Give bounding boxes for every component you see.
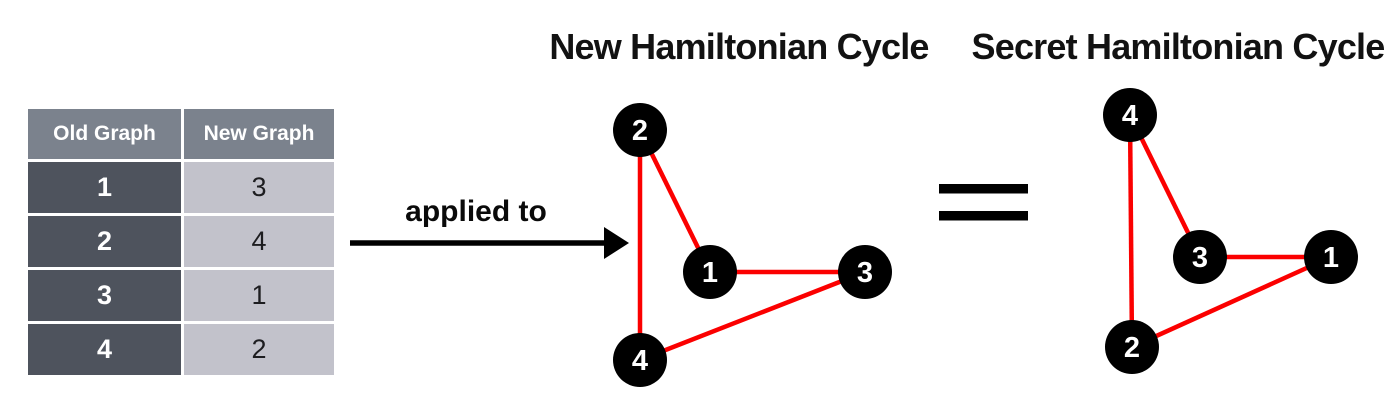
secret-node-4-circle <box>1103 88 1157 142</box>
secret-node-3-label: 3 <box>1192 242 1208 274</box>
table-header-new-graph: New Graph <box>184 109 334 159</box>
new-node-2-circle <box>613 103 667 157</box>
equals-sign <box>939 184 1028 221</box>
table-cell-old-row4: 4 <box>28 324 181 375</box>
secret-node-2-circle <box>1105 320 1159 374</box>
table-cell-new-row1: 3 <box>184 162 334 213</box>
permutation-table: Old Graph New Graph 1 3 2 4 3 1 4 2 <box>28 109 334 375</box>
new-node-1-circle <box>683 245 737 299</box>
new-node-3-circle <box>838 245 892 299</box>
new-graph-title: New Hamiltonian Cycle <box>549 26 929 67</box>
table-header-old-graph: Old Graph <box>28 109 181 159</box>
secret-node-1-circle <box>1304 230 1358 284</box>
equals-bar-bottom <box>939 211 1028 221</box>
secret-node-1-label: 1 <box>1323 242 1339 274</box>
secret-node-2-label: 2 <box>1124 332 1140 364</box>
table-cell-old-row2: 2 <box>28 216 181 267</box>
applied-to-arrow <box>350 227 629 259</box>
equals-bar-top <box>939 184 1028 194</box>
table-cell-new-row3: 1 <box>184 270 334 321</box>
new-node-3-label: 3 <box>857 257 873 289</box>
new-edge-3-4 <box>639 269 866 363</box>
new-graph: 2 1 3 4 <box>613 103 892 387</box>
table-cell-new-row4: 2 <box>184 324 334 375</box>
secret-node-3-circle <box>1173 230 1227 284</box>
new-node-1-label: 1 <box>702 257 718 289</box>
table-cell-old-row1: 1 <box>28 162 181 213</box>
new-node-4-label: 4 <box>632 345 648 377</box>
secret-edge-2-4 <box>1127 114 1135 348</box>
applied-to-label: applied to <box>405 195 547 228</box>
secret-graph: 4 3 1 2 <box>1103 88 1358 374</box>
secret-node-4-label: 4 <box>1122 100 1138 132</box>
table-cell-old-row3: 3 <box>28 270 181 321</box>
secret-edge-1-2 <box>1131 254 1332 350</box>
table-cell-new-row2: 4 <box>184 216 334 267</box>
secret-graph-title: Secret Hamiltonian Cycle <box>971 26 1386 67</box>
new-node-2-label: 2 <box>632 115 648 147</box>
arrow-head <box>604 227 629 259</box>
new-node-4-circle <box>613 333 667 387</box>
